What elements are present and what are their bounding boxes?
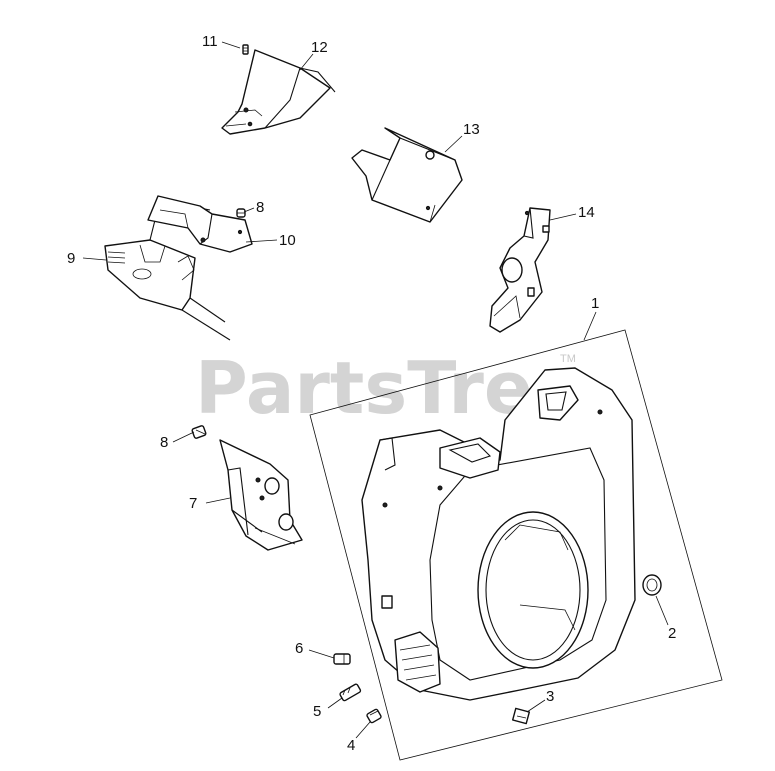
callout-7: 7: [189, 495, 197, 512]
callout-8-lower: 8: [160, 434, 168, 451]
callout-5: 5: [313, 703, 321, 720]
callout-12: 12: [311, 39, 328, 56]
callout-2: 2: [668, 625, 676, 642]
watermark-trademark: TM: [560, 353, 576, 365]
part-14-bracket[interactable]: [489, 207, 551, 333]
callout-6: 6: [295, 640, 303, 657]
callout-8-upper: 8: [256, 199, 264, 216]
part-10-shroud[interactable]: [147, 195, 253, 253]
callout-3: 3: [546, 688, 554, 705]
callout-11: 11: [202, 33, 218, 50]
part-12-cover[interactable]: [221, 49, 336, 135]
part-4-screw[interactable]: [366, 708, 382, 724]
part-8-screw-upper[interactable]: [236, 208, 246, 218]
part-6-bolt[interactable]: [333, 653, 351, 665]
part-8-screw-lower[interactable]: [191, 425, 207, 439]
part-13-baffle[interactable]: [351, 127, 463, 223]
leader-lines: [82, 41, 669, 739]
part-7-bracket[interactable]: [219, 439, 303, 551]
part-9-shroud[interactable]: [104, 199, 231, 341]
part-3-clip[interactable]: [511, 707, 531, 725]
part-5-bolt[interactable]: [339, 683, 362, 702]
callout-4: 4: [347, 737, 355, 754]
callout-labels: 11 12 13 14 8 10 9 1 8 7 6 5 4 3 2: [67, 33, 676, 754]
callout-9: 9: [67, 250, 75, 267]
part-11-screw[interactable]: [242, 44, 249, 55]
callout-1: 1: [591, 295, 599, 312]
callout-14: 14: [578, 204, 595, 221]
part-2-grommet[interactable]: [642, 574, 662, 596]
callout-10: 10: [279, 232, 296, 249]
callout-13: 13: [463, 121, 480, 138]
part-1-blower-housing[interactable]: [309, 329, 723, 761]
